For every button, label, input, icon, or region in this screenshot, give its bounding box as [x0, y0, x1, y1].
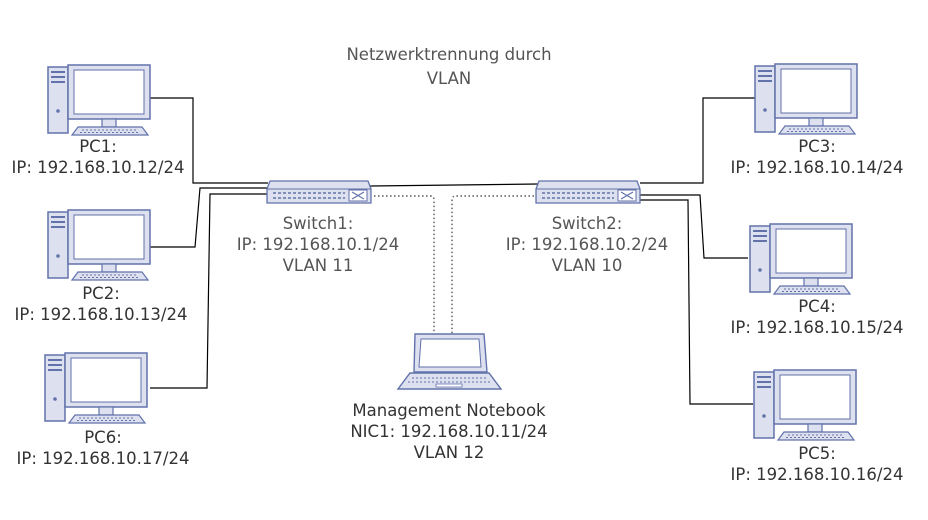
switch2-label: Switch2: IP: 192.168.10.2/24 VLAN 10 [506, 213, 668, 276]
pc4-name: PC4: [798, 297, 836, 316]
notebook-nic: NIC1: 192.168.10.11/24 [350, 422, 548, 441]
switch2-ip: IP: 192.168.10.2/24 [505, 235, 669, 254]
switch2-vlan: VLAN 10 [551, 256, 623, 275]
pc1-ip: IP: 192.168.10.12/24 [11, 158, 185, 177]
management-cables [370, 195, 538, 334]
pc5-ip: IP: 192.168.10.16/24 [730, 465, 904, 484]
pc6-name: PC6: [84, 428, 122, 447]
cable-switch1-switch2 [369, 183, 539, 187]
cable-pc2-switch1 [150, 187, 268, 248]
pc3-computer-icon [754, 63, 858, 135]
cable-notebook-switch1 [370, 195, 435, 334]
notebook-laptop-icon [396, 333, 503, 390]
diagram-title-line1: Netzwerktrennung durch [346, 45, 552, 64]
cable-pc5-switch2 [640, 199, 753, 405]
switch1-ip: IP: 192.168.10.1/24 [236, 235, 400, 254]
pc4-label: PC4: IP: 192.168.10.15/24 [731, 296, 904, 338]
pc5-name: PC5: [798, 444, 836, 463]
pc1-computer-icon [47, 64, 151, 136]
pc2-computer-icon [47, 209, 151, 281]
switch1-vlan: VLAN 11 [282, 256, 354, 275]
pc3-label: PC3: IP: 192.168.10.14/24 [731, 136, 904, 178]
diagram-title-line2: VLAN [426, 69, 472, 88]
switch1-icon [266, 180, 372, 204]
pc2-name: PC2: [82, 284, 120, 303]
notebook-label: Management Notebook NIC1: 192.168.10.11/… [350, 400, 547, 463]
cables [150, 97, 755, 405]
pc3-name: PC3: [798, 137, 836, 156]
pc5-label: PC5: IP: 192.168.10.16/24 [731, 443, 904, 485]
cable-pc1-switch1 [150, 97, 268, 184]
pc4-ip: IP: 192.168.10.15/24 [730, 318, 904, 337]
notebook-vlan: VLAN 12 [413, 443, 485, 462]
pc1-name: PC1: [79, 137, 117, 156]
pc6-ip: IP: 192.168.10.17/24 [16, 449, 190, 468]
cable-notebook-switch2 [451, 195, 538, 334]
pc4-computer-icon [749, 223, 853, 295]
cable-pc6-switch1 [150, 193, 268, 389]
pc5-computer-icon [753, 369, 857, 441]
switch2-icon [535, 180, 641, 204]
switch1-label: Switch1: IP: 192.168.10.1/24 VLAN 11 [237, 213, 399, 276]
cable-pc4-switch2 [640, 194, 748, 259]
switch2-name: Switch2: [551, 214, 623, 233]
pc6-computer-icon [44, 352, 148, 424]
pc1-label: PC1: IP: 192.168.10.12/24 [12, 136, 185, 178]
pc2-ip: IP: 192.168.10.13/24 [14, 305, 188, 324]
pc2-label: PC2: IP: 192.168.10.13/24 [15, 283, 188, 325]
pc6-label: PC6: IP: 192.168.10.17/24 [17, 427, 190, 469]
cable-pc3-switch2 [640, 97, 755, 184]
diagram-title: Netzwerktrennung durch VLAN [346, 43, 551, 91]
switch1-name: Switch1: [282, 214, 354, 233]
notebook-name: Management Notebook [352, 401, 546, 420]
pc3-ip: IP: 192.168.10.14/24 [730, 158, 904, 177]
